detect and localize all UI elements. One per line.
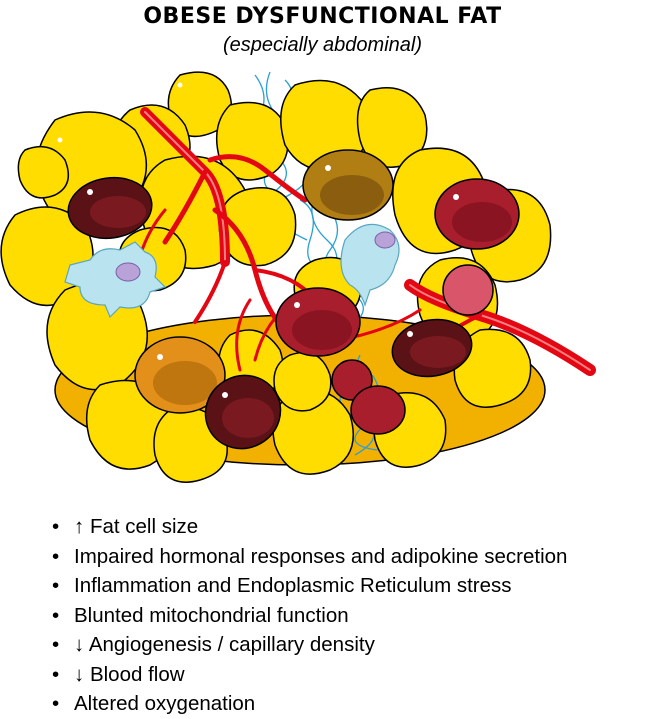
list-item: • ↓ Blood flow — [52, 660, 567, 690]
bullet-list: • ↑ Fat cell size • Impaired hormonal resp… — [52, 512, 567, 719]
page-subtitle: (especially abdominal) — [223, 34, 422, 56]
macrophage-right — [340, 223, 400, 307]
list-item-text: ↑ Fat cell size — [74, 515, 199, 538]
bullet-dot: • — [52, 544, 60, 568]
adipose-tissue-illustration — [0, 71, 596, 483]
bullet-dot: • — [52, 574, 60, 597]
page-title: OBESE DYSFUNCTIONAL FAT — [143, 4, 502, 29]
bullet-dot: • — [52, 633, 60, 656]
red-cell-small-lower — [350, 385, 406, 435]
list-item-text: Blunted mitochondrial function — [74, 603, 349, 627]
bullet-dot: • — [52, 603, 60, 627]
list-item: • Inflammation and Endoplasmic Reticulum … — [52, 571, 567, 601]
list-item-text: ↓ Blood flow — [74, 662, 185, 686]
list-item: • ↓ Angiogenesis / capillary density — [52, 630, 567, 660]
macrophage-left — [64, 241, 167, 319]
blood-vessels — [133, 107, 596, 376]
pink-cell — [442, 264, 494, 316]
list-item: • Blunted mitochondrial function — [52, 601, 567, 631]
bullet-dot: • — [52, 692, 60, 715]
list-item: • Impaired hormonal responses and adipoki… — [52, 542, 567, 572]
red-cell-center — [275, 287, 361, 357]
list-item-text: Altered oxygenation — [74, 692, 256, 715]
list-item: • Altered oxygenation — [52, 689, 567, 719]
list-item-text: Impaired hormonal responses and adipokin… — [74, 544, 568, 568]
list-item-text: ↓ Angiogenesis / capillary density — [74, 633, 375, 656]
bullet-dot: • — [52, 662, 60, 686]
list-item: • ↑ Fat cell size — [52, 512, 567, 542]
cell-highlights — [57, 82, 459, 398]
brown-cell-top — [302, 149, 394, 221]
list-item-text: Inflammation and Endoplasmic Reticulum s… — [74, 574, 512, 597]
bullet-dot: • — [52, 515, 60, 538]
red-cell-right — [434, 178, 520, 250]
